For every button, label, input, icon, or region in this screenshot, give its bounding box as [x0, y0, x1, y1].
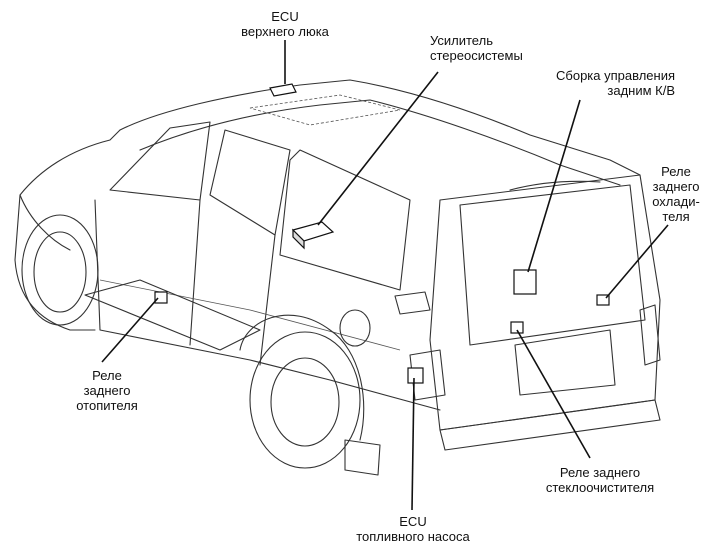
label-rear-heater-relay: Реле заднего отопителя: [62, 368, 152, 413]
side-step: [84, 279, 261, 351]
rear-wiper-relay-box: [510, 321, 524, 334]
leader-rear-heater-relay: [101, 297, 159, 363]
label-line: заднего: [652, 179, 700, 194]
label-line: стереосистемы: [430, 48, 523, 63]
label-line: отопителя: [76, 398, 138, 413]
rear-wheel-arch: [239, 314, 365, 441]
door-split: [189, 199, 276, 366]
front-wheel: [33, 231, 87, 313]
label-stereo-amp: Усилитель стереосистемы: [430, 33, 523, 63]
label-line: Усилитель: [430, 33, 493, 48]
leader-fuel-pump-ecu: [411, 377, 415, 511]
label-ecu-sunroof: ECU верхнего люка: [233, 9, 337, 39]
rear-cooler-relay-box: [596, 294, 610, 306]
label-rear-ac-control: Сборка управления задним К/В: [556, 68, 675, 98]
label-line: Реле: [661, 164, 691, 179]
side-vent: [394, 291, 431, 315]
license-recess: [514, 329, 616, 396]
quarter-window: [279, 149, 411, 291]
label-line: ECU: [271, 9, 299, 24]
rear-glass: [459, 184, 646, 346]
sunroof-outline: [249, 94, 401, 126]
roof-rail: [139, 99, 621, 186]
stereo-amp-box: [291, 221, 335, 250]
leader-rear-wiper-relay: [516, 329, 591, 459]
leader-rear-ac-control: [527, 99, 581, 273]
roof-outline: [119, 79, 641, 176]
label-line: теля: [662, 209, 690, 224]
rear-door-window: [209, 129, 291, 236]
label-line: топливного насоса: [356, 529, 470, 544]
hood-outline: [19, 129, 121, 251]
body-moulding: [99, 279, 401, 351]
label-rear-cooler-relay: Реле заднего охлади- теля: [640, 164, 712, 224]
label-rear-wiper-relay: Реле заднего стеклоочистителя: [530, 465, 670, 495]
front-door-window: [109, 121, 211, 201]
fuel-pump-ecu-box: [407, 367, 424, 384]
fuel-filler-door: [339, 309, 371, 347]
front-fender: [14, 194, 96, 331]
label-line: Реле заднего: [559, 465, 641, 480]
label-line: ECU: [399, 514, 427, 529]
rear-wheel: [249, 331, 361, 469]
label-line: заднего: [83, 383, 131, 398]
ecu-sunroof-box: [269, 83, 297, 97]
body-side-line: [94, 199, 441, 411]
label-line: Сборка управления: [556, 68, 676, 83]
mud-flap: [344, 439, 381, 476]
label-line: задним К/В: [607, 83, 676, 98]
leader-stereo-amp: [317, 71, 439, 226]
label-line: стеклоочистителя: [545, 480, 655, 495]
label-line: верхнего люка: [241, 24, 329, 39]
rear-bumper: [439, 399, 661, 451]
leader-rear-cooler-relay: [605, 224, 669, 299]
label-line: Реле: [92, 368, 122, 383]
label-line: охлади-: [652, 194, 700, 209]
tail-lamp-right: [639, 304, 661, 366]
rear-ac-control-box: [513, 269, 537, 295]
label-fuel-pump-ecu: ECU топливного насоса: [345, 514, 481, 544]
rear-heater-relay-box: [154, 291, 168, 304]
rear-wheel-hub: [270, 357, 340, 447]
